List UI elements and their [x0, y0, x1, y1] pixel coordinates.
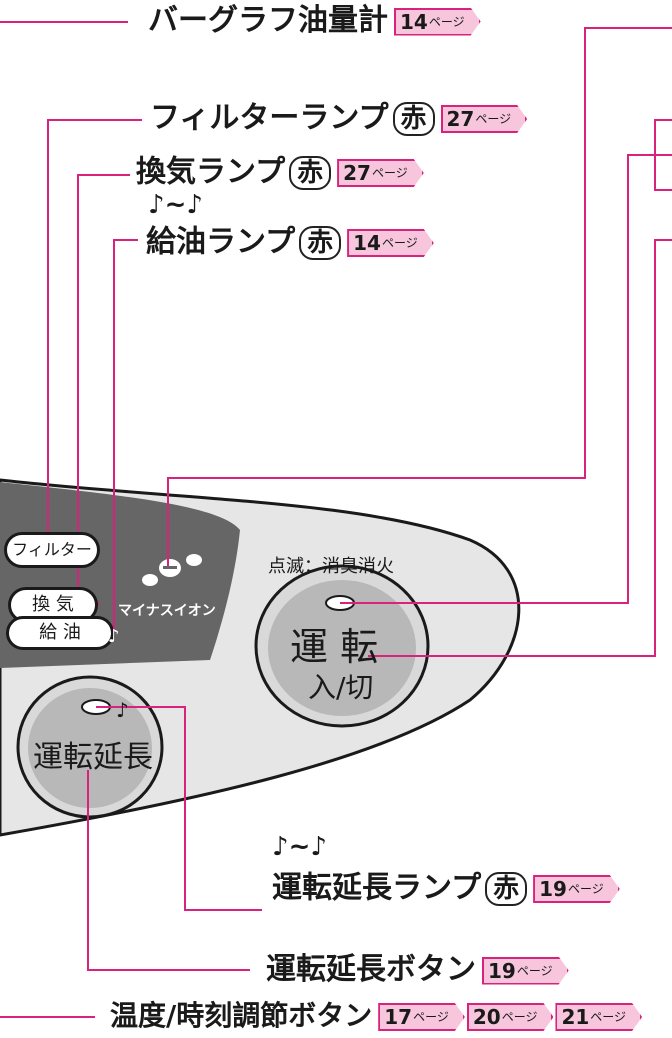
callout-temp-text: 温度/時刻調節ボタン: [110, 999, 373, 1032]
leader-ion: [167, 27, 672, 566]
ion-icon: [142, 554, 202, 586]
run-button-inner: [268, 580, 416, 716]
ventilation-indicator-label: 換 気: [32, 594, 74, 615]
leader-extend-button: [87, 770, 250, 971]
callout-extend-lamp-text: 運転延長ランプ: [272, 870, 482, 906]
blink-note: 点滅：消臭消火: [268, 556, 394, 577]
callout-ventilation-text: 換気ランプ: [136, 154, 286, 190]
refuel-indicator-label: 給 油: [39, 622, 81, 643]
refuel-sound: ♪~♪: [148, 190, 203, 220]
leader-refuel: [113, 239, 138, 632]
color-red-extend: 赤: [485, 872, 528, 906]
filter-indicator-label: フィルター: [12, 540, 92, 559]
run-button-label-bottom[interactable]: 入/切: [308, 671, 374, 704]
extend-sound: ♪~♪: [272, 832, 327, 862]
color-red-ventilation: 赤: [289, 156, 332, 190]
leader-lines: [0, 21, 672, 1018]
extend-note-symbol: ♪: [116, 698, 129, 722]
callout-refuel-text: 給油ランプ: [146, 224, 296, 260]
run-button-label-top[interactable]: 運 転: [290, 625, 379, 669]
callout-filter-text: フィルターランプ: [150, 100, 389, 136]
leader-filter: [47, 119, 142, 548]
callout-extend-button-text: 運転延長ボタン: [266, 952, 476, 987]
leader-run-button: [368, 239, 672, 657]
callout-bar-graph-text: バーグラフ油量計: [148, 3, 388, 38]
leader-extend-lamp: [96, 706, 262, 911]
color-red-refuel: 赤: [299, 226, 342, 260]
ion-label: マイナスイオン: [118, 603, 216, 619]
extend-button-inner: [28, 688, 152, 808]
color-red-filter: 赤: [392, 102, 435, 136]
filter-indicator: フィルター: [4, 532, 100, 568]
extend-button-label[interactable]: 運転延長: [33, 740, 153, 775]
refuel-indicator: 給 油: [6, 616, 114, 650]
refuel-note-symbol: ♪: [108, 626, 120, 647]
leader-run-lamp: [340, 154, 672, 604]
